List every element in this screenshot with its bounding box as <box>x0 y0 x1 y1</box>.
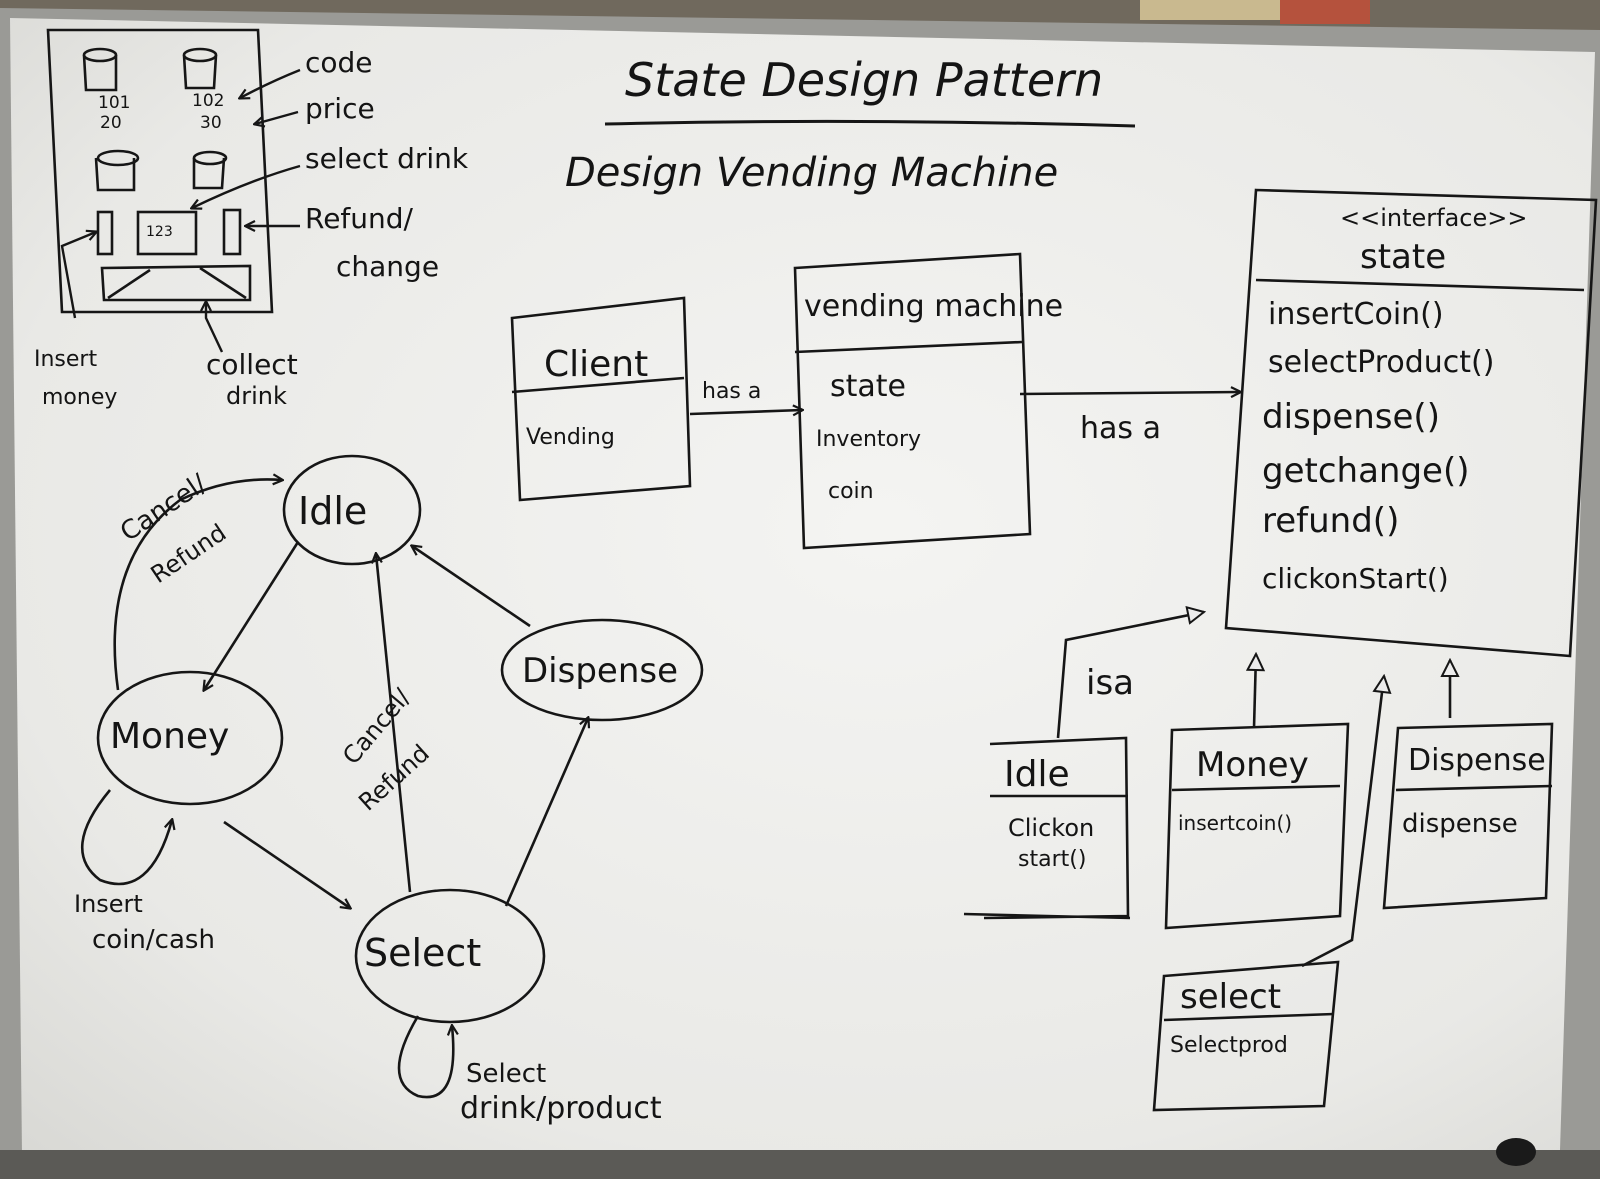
slot1-price: 20 <box>100 113 122 133</box>
transition-idle-to-money <box>204 541 300 690</box>
bottle-icon <box>94 149 140 192</box>
insert-coin-line2: coin/cash <box>92 925 215 955</box>
idle-class-method-line2: start() <box>1018 847 1086 872</box>
state-interface-stereotype: <<interface>> <box>1340 204 1527 232</box>
board-surface <box>10 18 1595 1155</box>
transition-select-self-loop <box>397 1015 453 1099</box>
state-method-getchange: getchange() <box>1262 451 1470 491</box>
title-underline <box>604 119 1136 128</box>
slot2-price: 30 <box>200 113 222 133</box>
keypad-digits: 123 <box>146 224 173 240</box>
annotation-collect-line1: collect <box>206 348 298 381</box>
transition-money-to-select <box>223 820 350 908</box>
annotation-price: price <box>305 92 375 125</box>
state-interface-name: state <box>1360 237 1446 277</box>
annotation-select-drink: select drink <box>305 142 469 175</box>
vending-machine-sketch <box>46 28 274 314</box>
annotation-insert-line1: Insert <box>34 347 97 372</box>
background-poster <box>1140 0 1280 20</box>
transition-select-to-idle <box>376 554 412 893</box>
vending-machine-field-coin: coin <box>828 479 874 504</box>
slot2-code: 102 <box>192 91 224 111</box>
slot1-code: 101 <box>98 93 130 113</box>
select-class-name: select <box>1180 977 1281 1017</box>
state-money-node <box>96 670 284 806</box>
money-class <box>1164 722 1350 930</box>
client-class-name: Client <box>544 344 648 385</box>
state-method-insert-coin: insertCoin() <box>1268 297 1444 332</box>
dispense-class <box>1382 722 1554 910</box>
annotation-refund-line2: change <box>336 250 439 283</box>
keypad <box>136 210 198 256</box>
isa-label: isa <box>1086 663 1134 703</box>
refund-slot <box>222 208 242 256</box>
transition-dispense-to-idle <box>412 546 531 628</box>
state-money-label: Money <box>110 716 229 757</box>
idle-isa-arrow <box>1056 612 1204 739</box>
background-cloth <box>1280 0 1370 24</box>
insert-coin-line1: Insert <box>74 890 143 918</box>
state-dispense-node <box>500 618 704 722</box>
state-method-dispense: dispense() <box>1262 397 1440 437</box>
bottle-icon <box>192 150 228 190</box>
collect-tray <box>100 264 252 302</box>
vending-machine-field-inventory: Inventory <box>816 427 921 452</box>
money-isa-arrow <box>1254 654 1256 729</box>
state-idle-label: Idle <box>298 489 367 533</box>
transition-money-self-loop <box>80 789 172 886</box>
bottle-icon <box>82 47 118 92</box>
money-class-method: insertcoin() <box>1178 811 1292 835</box>
transition-money-to-idle <box>113 479 282 691</box>
select-class <box>1152 960 1340 1112</box>
annotation-insert-line2: money <box>42 385 117 410</box>
money-class-name: Money <box>1196 745 1309 785</box>
annotation-collect-line2: drink <box>226 382 287 410</box>
annotation-refund-line1: Refund/ <box>305 202 414 235</box>
idle-class <box>963 736 1131 920</box>
machine-body <box>46 28 274 314</box>
select-drink-line1: Select <box>466 1059 546 1089</box>
state-method-refund: refund() <box>1262 501 1399 541</box>
client-class <box>510 296 692 502</box>
vm-state-label: has a <box>1080 411 1161 446</box>
vending-machine-class-name: vending machine <box>804 289 1063 324</box>
vending-machine-class <box>793 252 1032 550</box>
state-select-label: Select <box>364 931 481 975</box>
state-method-select-product: selectProduct() <box>1268 345 1494 380</box>
vending-machine-field-state: state <box>830 369 906 404</box>
state-select-node <box>354 888 546 1024</box>
state-dispense-label: Dispense <box>522 651 678 691</box>
dispense-class-method: dispense <box>1402 809 1518 839</box>
marker-cap <box>1496 1138 1536 1166</box>
select-class-method: Selectprod <box>1170 1033 1288 1058</box>
state-method-clickonstart: clickonStart() <box>1262 562 1449 595</box>
state-interface-class <box>1224 188 1598 658</box>
page-subtitle: Design Vending Machine <box>565 150 1058 196</box>
page-title: State Design Pattern <box>625 53 1103 107</box>
dispense-class-name: Dispense <box>1408 743 1546 778</box>
vm-state-association <box>1019 392 1240 394</box>
state-idle-node <box>282 454 422 566</box>
select-drink-line2: drink/product <box>460 1091 662 1126</box>
client-vm-association <box>689 410 802 414</box>
select-isa-arrow <box>1301 676 1384 968</box>
bottle-icon <box>182 47 218 90</box>
annotation-code: code <box>305 46 373 79</box>
transition-select-to-dispense <box>504 718 588 907</box>
client-class-field: Vending <box>526 425 615 450</box>
idle-class-name: Idle <box>1004 754 1070 795</box>
client-vm-label: has a <box>702 379 761 404</box>
board-tray <box>0 1150 1600 1179</box>
idle-class-method-line1: Clickon <box>1008 814 1094 842</box>
